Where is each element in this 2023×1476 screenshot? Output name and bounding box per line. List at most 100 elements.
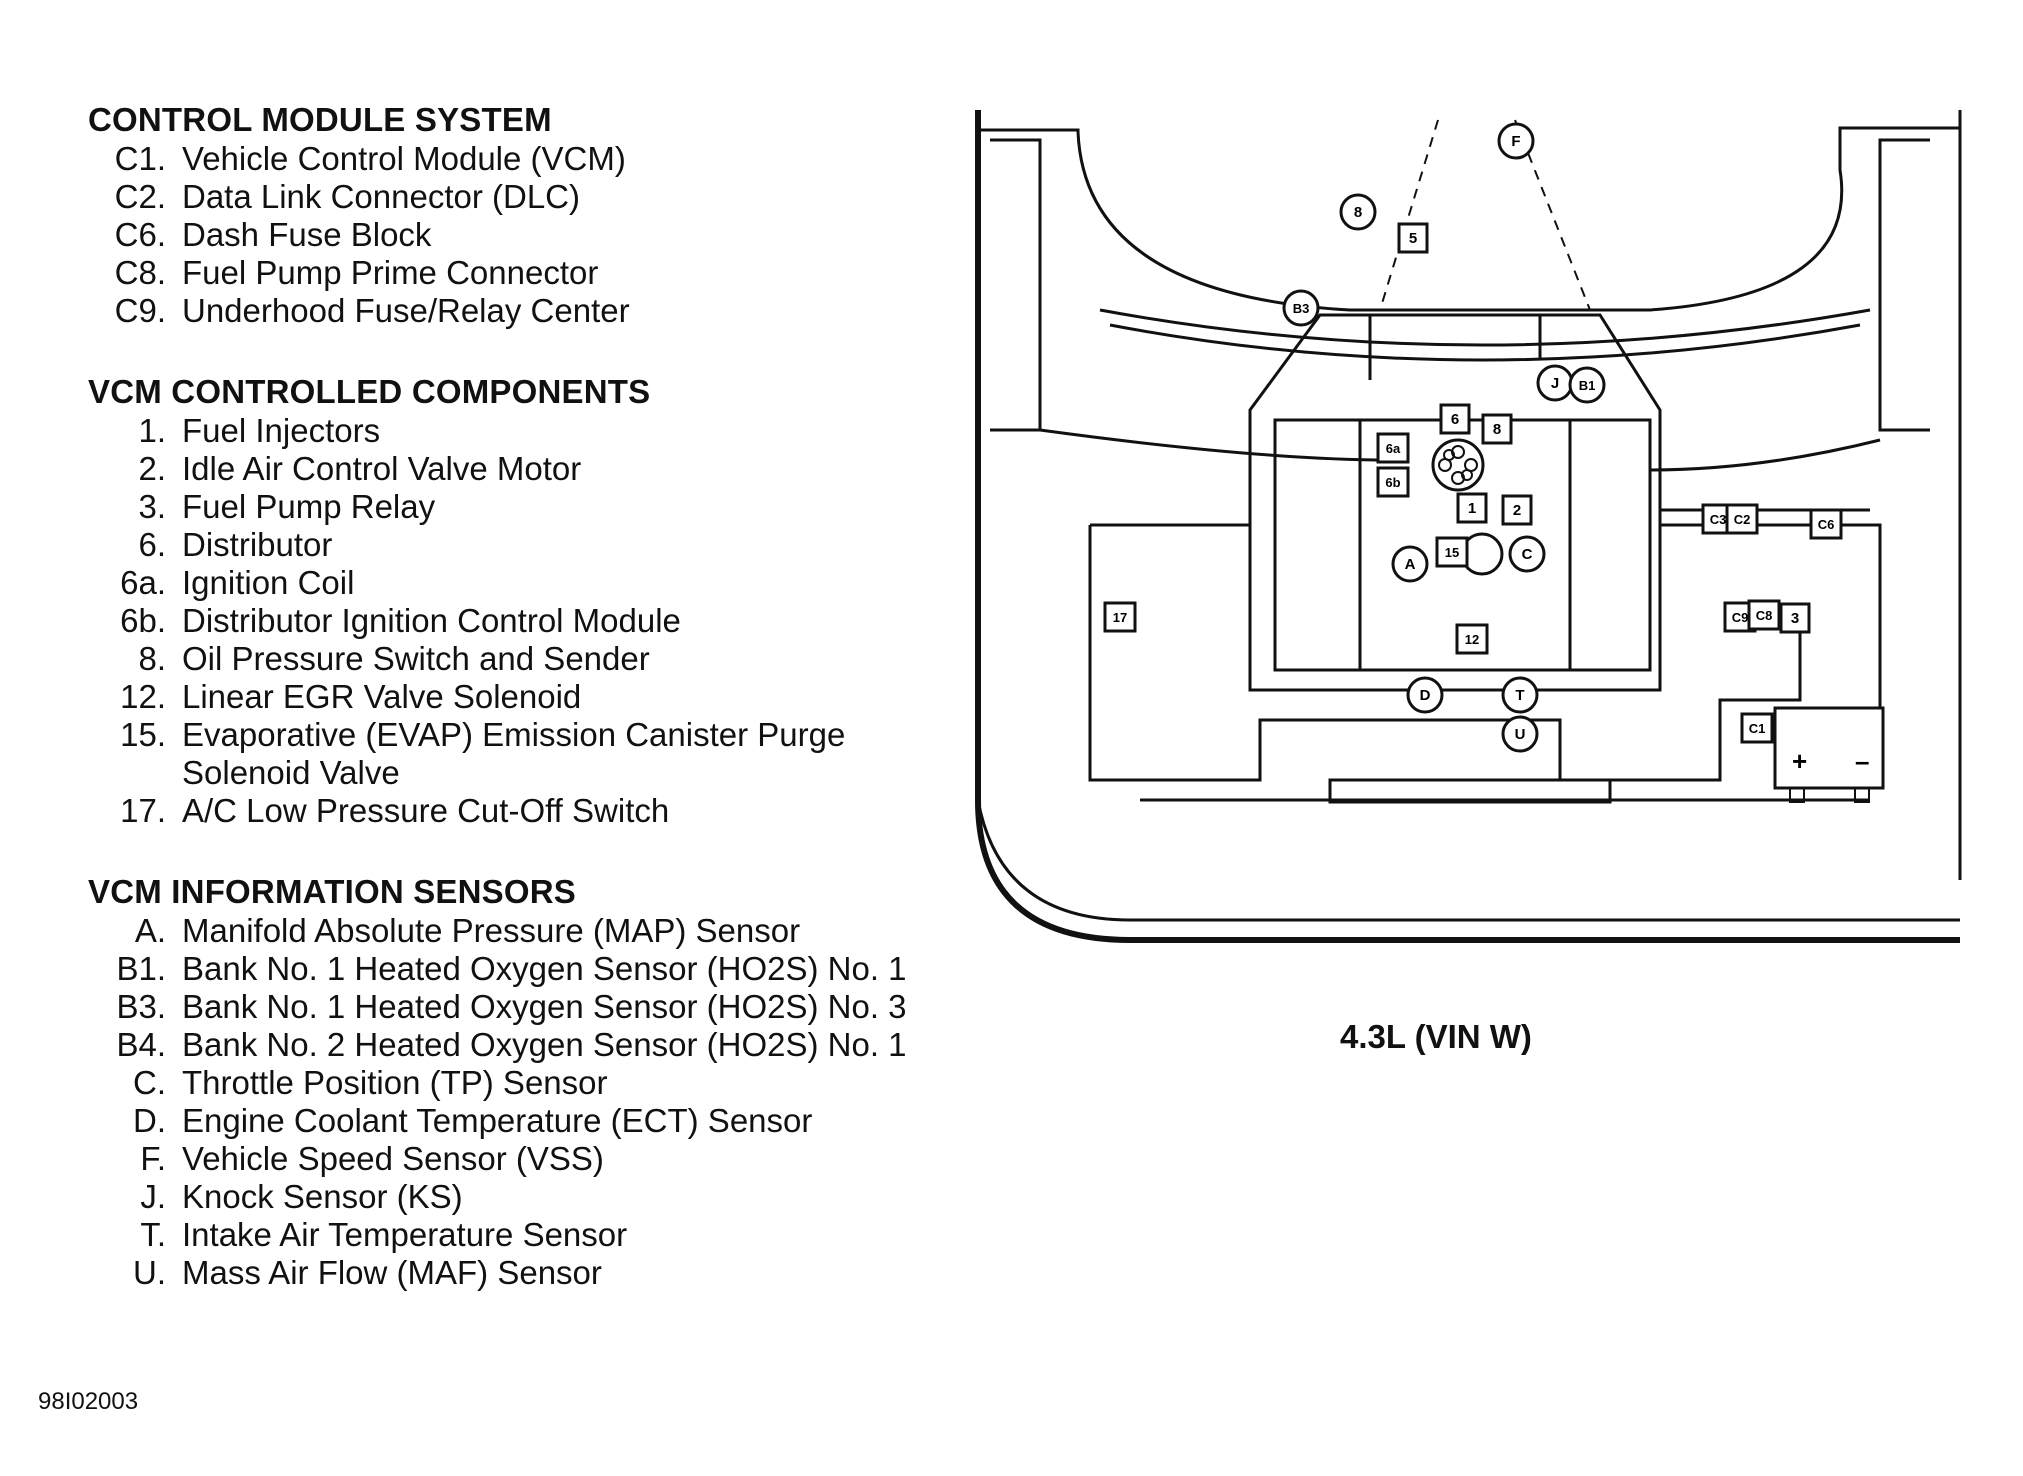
- legend-item: C8.Fuel Pump Prime Connector: [88, 254, 948, 292]
- legend-item: 6.Distributor: [88, 526, 948, 564]
- legend-code: 3.: [138, 488, 166, 525]
- sensor-marker-u: U: [1501, 715, 1539, 753]
- battery: + –: [1773, 706, 1885, 803]
- component-marker-label: 17: [1113, 610, 1127, 625]
- legend-item: A.Manifold Absolute Pressure (MAP) Senso…: [88, 912, 948, 950]
- component-marker-1: 1: [1456, 492, 1488, 524]
- sensor-marker-8: 8: [1339, 193, 1377, 231]
- legend-code: A.: [134, 912, 166, 949]
- legend-item: 12.Linear EGR Valve Solenoid: [88, 678, 948, 716]
- legend-text: Idle Air Control Valve Motor: [182, 450, 582, 487]
- component-marker-17: 17: [1103, 601, 1137, 633]
- legend-item: 6a.Ignition Coil: [88, 564, 948, 602]
- component-marker-label: C1: [1749, 721, 1766, 736]
- sensor-marker-b3: B3: [1282, 289, 1320, 327]
- component-marker-8: 8: [1481, 413, 1513, 445]
- sensor-marker-a: A: [1391, 545, 1429, 583]
- legend-code: C6.: [114, 216, 166, 253]
- battery-positive-label: +: [1792, 746, 1807, 776]
- legend-text: Knock Sensor (KS): [182, 1178, 463, 1215]
- legend-code: U.: [133, 1254, 166, 1291]
- section-title: VCM CONTROLLED COMPONENTS: [88, 373, 651, 410]
- legend-item: B1.Bank No. 1 Heated Oxygen Sensor (HO2S…: [88, 950, 948, 988]
- legend-text: Underhood Fuse/Relay Center: [182, 292, 630, 329]
- legend-code: 8.: [138, 640, 166, 677]
- sensor-marker-label: B3: [1293, 301, 1310, 316]
- legend-text: Ignition Coil: [182, 564, 355, 601]
- sensor-marker-label: C: [1522, 546, 1533, 563]
- distributor-cap-icon: [1431, 438, 1485, 492]
- legend-text: Engine Coolant Temperature (ECT) Sensor: [182, 1102, 813, 1139]
- component-marker-6b: 6b: [1376, 466, 1410, 498]
- component-marker-label: C3: [1710, 512, 1727, 527]
- section-vcm-information-sensors: VCM INFORMATION SENSORS A.Manifold Absol…: [88, 872, 948, 1292]
- legend-code: 1.: [138, 412, 166, 449]
- figure-id: 98I02003: [38, 1388, 139, 1415]
- component-marker-c1: C1: [1740, 712, 1774, 744]
- sensor-marker-label: B1: [1579, 378, 1596, 393]
- legend-item: B3.Bank No. 1 Heated Oxygen Sensor (HO2S…: [88, 988, 948, 1026]
- component-marker-label: 1: [1468, 500, 1476, 517]
- legend-code: 2.: [138, 450, 166, 487]
- legend-code: D.: [133, 1102, 166, 1139]
- legend-item: 1. Fuel Injectors: [88, 412, 948, 450]
- legend-code: C9.: [114, 292, 166, 329]
- legend-text: Fuel Injectors: [182, 412, 381, 449]
- legend-code: T.: [140, 1216, 166, 1253]
- legend-item: 15.Evaporative (EVAP) Emission Canister …: [88, 716, 948, 754]
- legend-item: C6. Dash Fuse Block: [88, 216, 948, 254]
- legend-item: C1.Vehicle Control Module (VCM): [88, 140, 948, 178]
- component-marker-6a: 6a: [1376, 432, 1410, 464]
- component-marker-6: 6: [1439, 403, 1471, 435]
- legend-code: 6b.: [120, 602, 166, 639]
- component-marker-3: 3: [1779, 602, 1811, 634]
- component-marker-15: 15: [1435, 536, 1469, 568]
- legend-text: Vehicle Speed Sensor (VSS): [182, 1140, 604, 1177]
- legend-text: Dash Fuse Block: [182, 216, 432, 253]
- legend-text: Distributor Ignition Control Module: [182, 602, 681, 639]
- sensor-marker-label: U: [1515, 726, 1526, 743]
- component-marker-label: 6: [1451, 411, 1459, 428]
- legend-item: F.Vehicle Speed Sensor (VSS): [88, 1140, 948, 1178]
- component-marker-label: C2: [1734, 512, 1751, 527]
- component-marker-12: 12: [1455, 623, 1489, 655]
- legend-text: Fuel Pump Prime Connector: [182, 254, 599, 291]
- sensor-marker-j: J: [1536, 364, 1574, 402]
- section-control-module-system: CONTROL MODULE SYSTEM C1.Vehicle Control…: [88, 100, 948, 330]
- sensor-marker-b1: B1: [1568, 366, 1606, 404]
- legend-code: B1.: [116, 950, 166, 987]
- sensor-marker-label: J: [1551, 375, 1559, 392]
- component-marker-label: C6: [1818, 517, 1835, 532]
- sensor-marker-c: C: [1508, 535, 1546, 573]
- legend-code: J.: [140, 1178, 166, 1215]
- component-marker-label: 6a: [1386, 441, 1401, 456]
- sensor-marker-label: F: [1511, 133, 1520, 150]
- legend-code: C2.: [114, 178, 166, 215]
- legend-item: D. Engine Coolant Temperature (ECT) Senso…: [88, 1102, 948, 1140]
- component-marker-label: C8: [1756, 608, 1773, 623]
- legend-item: 3.Fuel Pump Relay: [88, 488, 948, 526]
- legend-code: B4.: [116, 1026, 166, 1063]
- legend-code: 6.: [138, 526, 166, 563]
- legend-text: Data Link Connector (DLC): [182, 178, 580, 215]
- legend: CONTROL MODULE SYSTEM C1.Vehicle Control…: [88, 100, 948, 1334]
- sensor-marker-label: 8: [1354, 204, 1362, 221]
- legend-text: Oil Pressure Switch and Sender: [182, 640, 650, 677]
- component-marker-label: C9: [1732, 610, 1749, 625]
- legend-text: Bank No. 2 Heated Oxygen Sensor (HO2S) N…: [182, 1026, 907, 1063]
- legend-item: 2. Idle Air Control Valve Motor: [88, 450, 948, 488]
- legend-item: 8. Oil Pressure Switch and Sender: [88, 640, 948, 678]
- component-marker-c6: C6: [1809, 508, 1843, 540]
- legend-item: C.Throttle Position (TP) Sensor: [88, 1064, 948, 1102]
- section-vcm-controlled-components: VCM CONTROLLED COMPONENTS 1. Fuel Injecto…: [88, 372, 948, 830]
- legend-text: Solenoid Valve: [182, 754, 400, 791]
- legend-item: C2. Data Link Connector (DLC): [88, 178, 948, 216]
- component-marker-label: 8: [1493, 421, 1501, 438]
- sensor-marker-label: A: [1405, 556, 1416, 573]
- sensor-marker-label: T: [1515, 687, 1524, 704]
- sensor-marker-f: F: [1497, 122, 1535, 160]
- component-marker-label: 6b: [1385, 475, 1400, 490]
- diagram-caption: 4.3L (VIN W): [1340, 1018, 1532, 1055]
